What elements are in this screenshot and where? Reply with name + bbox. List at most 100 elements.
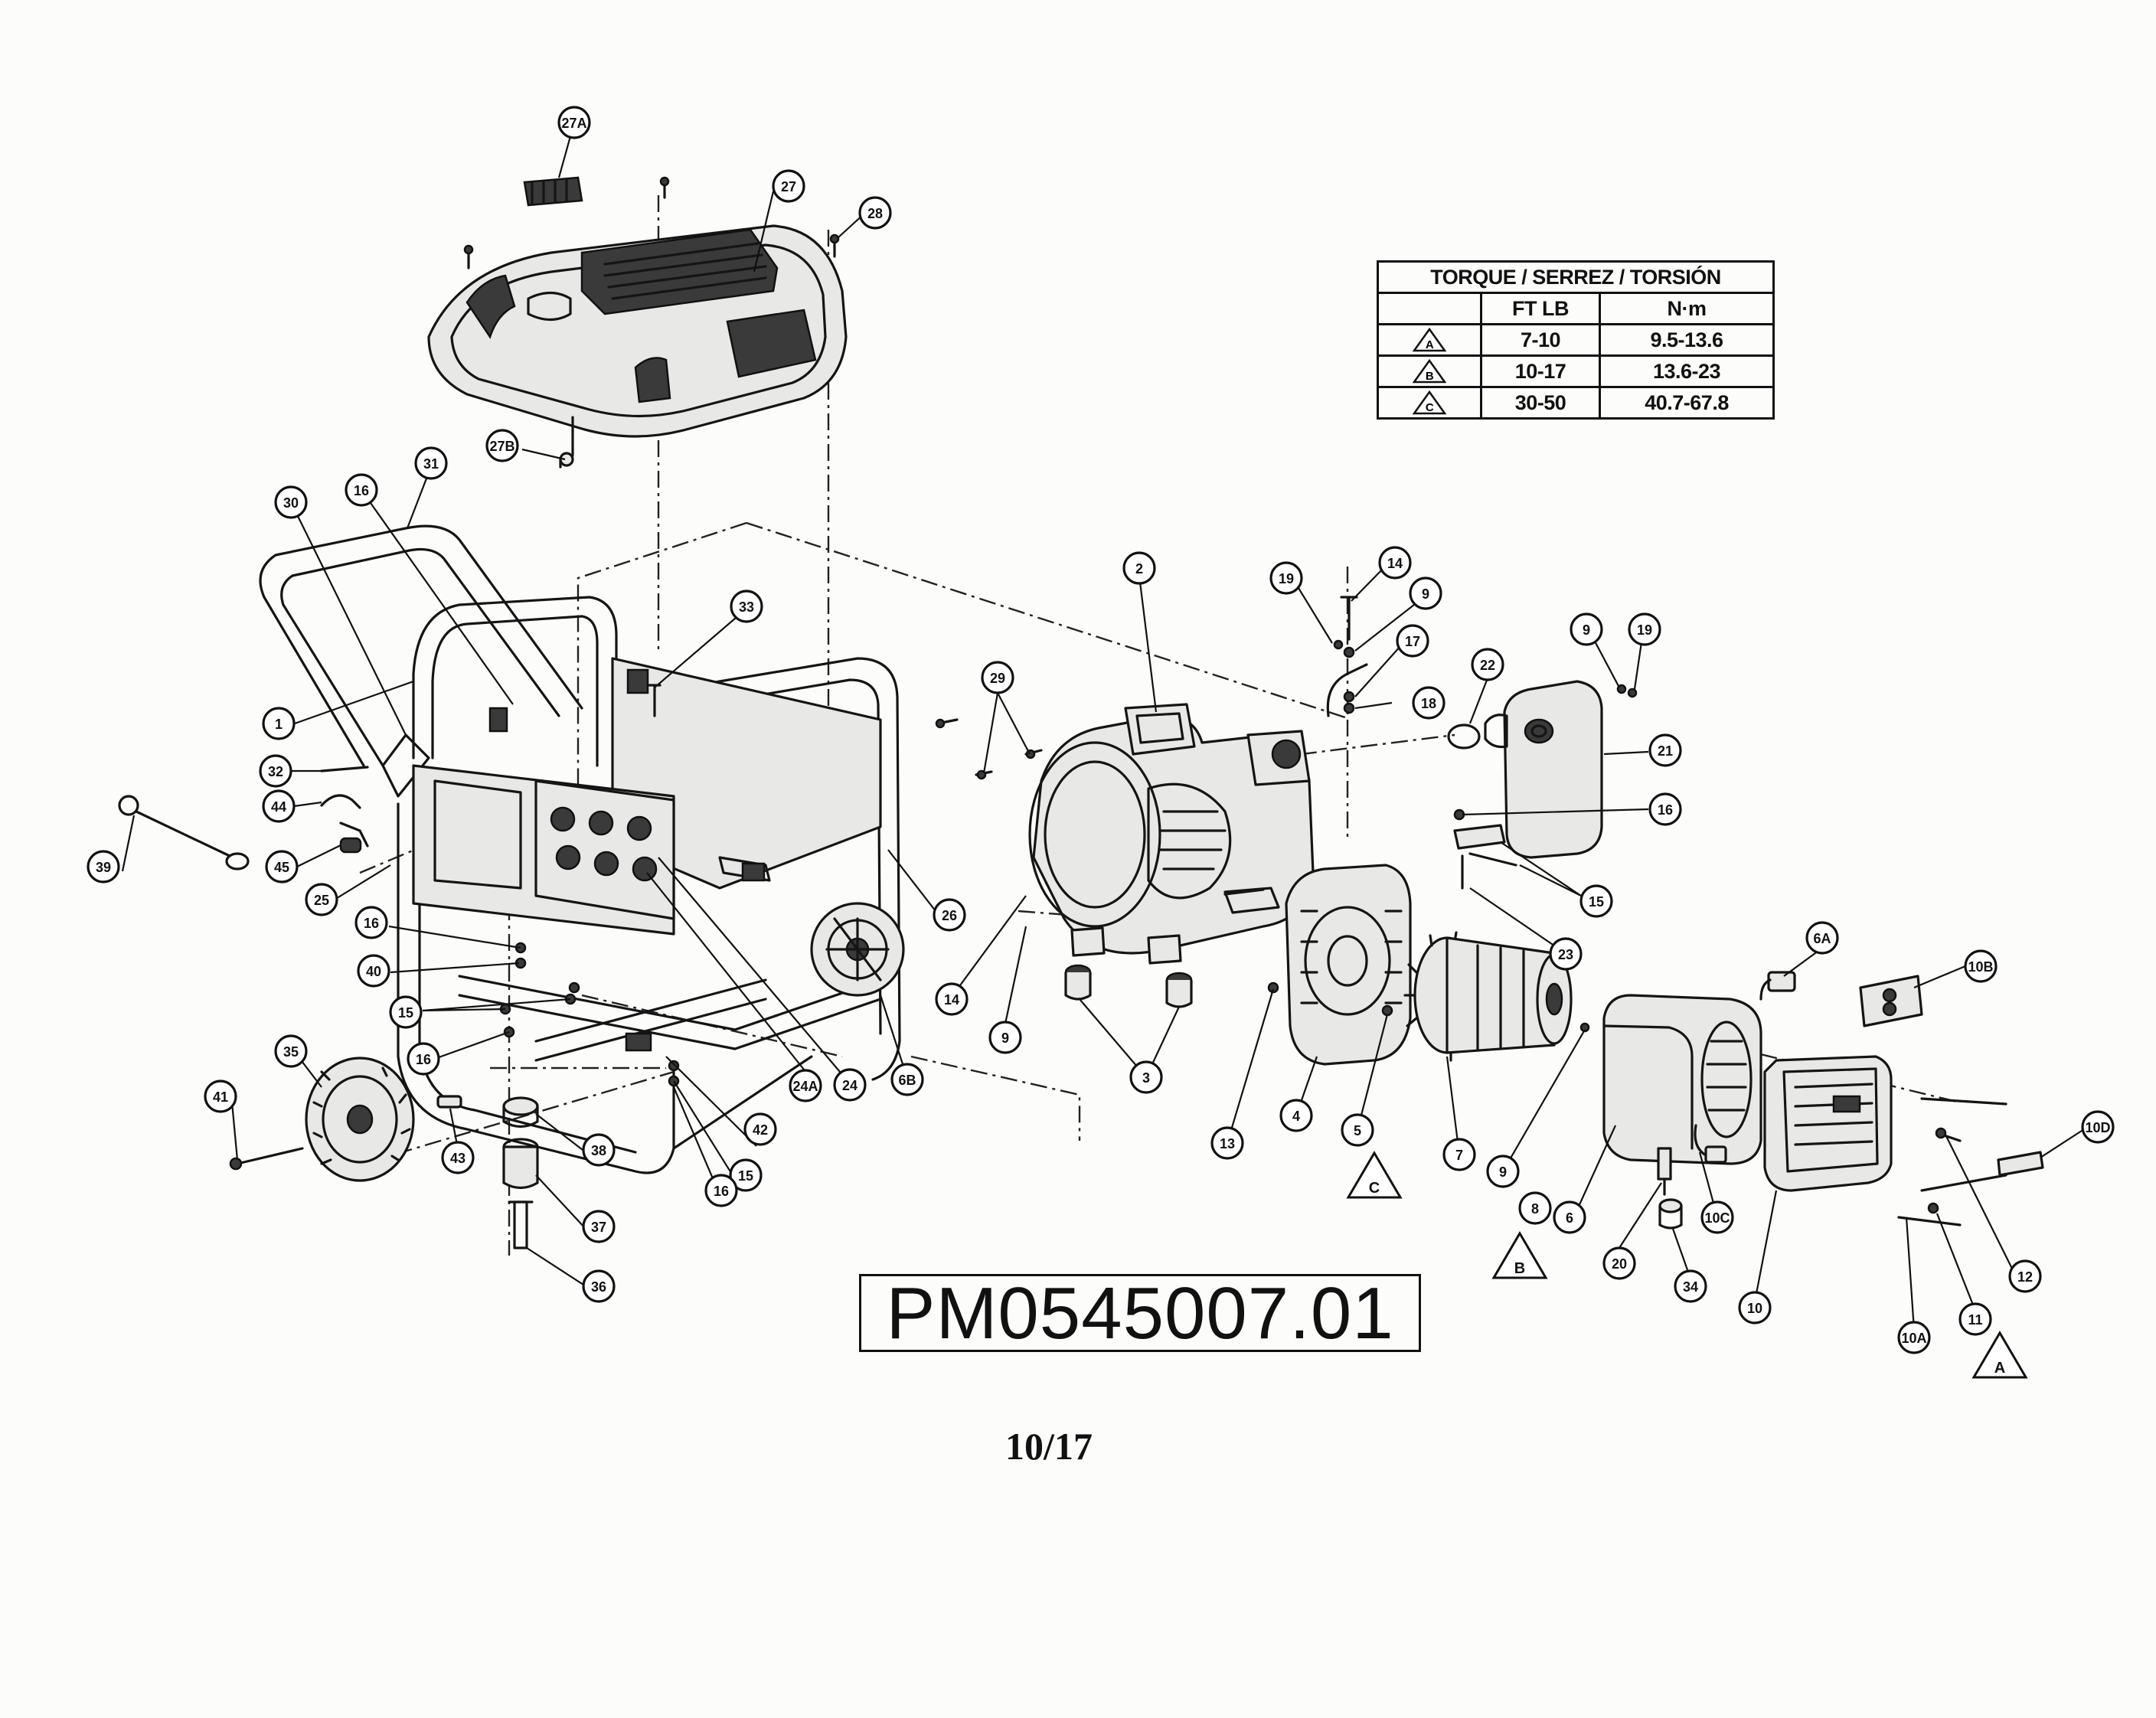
- svg-text:16: 16: [714, 1184, 729, 1199]
- svg-text:21: 21: [1658, 743, 1673, 759]
- torque-table-title: TORQUE / SERREZ / TORSIÓN: [1377, 260, 1775, 294]
- svg-text:16: 16: [354, 483, 369, 498]
- torque-mark-c-icon: C: [1377, 386, 1482, 420]
- torque-ftlb-cell: 10-17: [1479, 354, 1602, 388]
- callout-10b: 10B: [1964, 949, 1998, 983]
- callout-6: 6: [1553, 1200, 1586, 1234]
- part-number-label: PM0545007.01: [859, 1274, 1421, 1352]
- svg-text:18: 18: [1421, 696, 1436, 711]
- callout-37: 37: [582, 1210, 616, 1243]
- torque-nm-cell: 9.5-13.6: [1599, 323, 1775, 357]
- svg-text:7: 7: [1455, 1148, 1463, 1163]
- callout-29: 29: [981, 661, 1014, 694]
- svg-text:33: 33: [739, 599, 754, 615]
- svg-text:17: 17: [1405, 634, 1420, 649]
- callout-13: 13: [1210, 1126, 1244, 1160]
- torque-nm-cell: 13.6-23: [1599, 354, 1775, 388]
- svg-text:C: C: [1369, 1180, 1380, 1197]
- torque-table-title-row: TORQUE / SERREZ / TORSIÓN: [1377, 260, 1775, 294]
- svg-text:41: 41: [213, 1089, 228, 1105]
- callout-45: 45: [265, 850, 299, 883]
- callout-5: 5: [1341, 1113, 1374, 1147]
- callout-14: 14: [935, 982, 969, 1016]
- svg-text:A: A: [1426, 338, 1434, 351]
- callout-2: 2: [1122, 551, 1156, 585]
- callout-15: 15: [1579, 884, 1613, 918]
- callout-15: 15: [389, 995, 423, 1029]
- svg-text:6B: 6B: [898, 1073, 916, 1088]
- callout-26: 26: [933, 898, 966, 932]
- svg-text:29: 29: [990, 671, 1005, 686]
- svg-text:C: C: [1426, 401, 1434, 414]
- leader-lines: [121, 136, 2085, 1331]
- svg-text:27: 27: [781, 179, 796, 194]
- svg-text:43: 43: [450, 1151, 466, 1166]
- callout-19: 19: [1628, 612, 1661, 646]
- callout-20: 20: [1602, 1246, 1636, 1280]
- svg-text:34: 34: [1683, 1279, 1698, 1295]
- svg-text:42: 42: [753, 1122, 768, 1138]
- callout-38: 38: [582, 1133, 616, 1167]
- torque-mark-a-icon: A: [1377, 323, 1482, 357]
- frame-and-handle: [259, 524, 905, 1174]
- torque-table-nm-header: N·m: [1599, 292, 1775, 325]
- page-indicator: 10/17: [1005, 1425, 1093, 1468]
- callout-6a: 6A: [1805, 921, 1839, 955]
- svg-text:27B: 27B: [489, 439, 514, 454]
- svg-text:26: 26: [942, 908, 957, 923]
- callout-27a: 27A: [557, 106, 591, 139]
- callout-27: 27: [772, 169, 805, 203]
- svg-text:6A: 6A: [1813, 931, 1831, 946]
- callout-36: 36: [582, 1269, 616, 1303]
- torque-mark-b-icon: B: [1377, 354, 1482, 388]
- callout-24: 24: [833, 1068, 867, 1102]
- svg-text:13: 13: [1220, 1136, 1235, 1151]
- torque-table-row: B 10-17 13.6-23: [1377, 354, 1775, 388]
- callout-10: 10: [1738, 1291, 1772, 1324]
- torque-table: TORQUE / SERREZ / TORSIÓN FT LB N·m A 7-…: [1377, 260, 1775, 420]
- callout-39: 39: [87, 850, 120, 883]
- callout-34: 34: [1674, 1269, 1707, 1303]
- svg-text:10D: 10D: [2085, 1120, 2110, 1135]
- callout-10c: 10C: [1700, 1200, 1734, 1234]
- callout-16: 16: [354, 906, 388, 939]
- torque-marker-layer: CBA: [1346, 1151, 2028, 1379]
- torque-table-ftlb-header: FT LB: [1479, 292, 1602, 325]
- svg-text:16: 16: [416, 1052, 431, 1067]
- callout-19: 19: [1269, 561, 1303, 595]
- callout-12: 12: [2008, 1259, 2042, 1293]
- svg-text:11: 11: [1968, 1312, 1982, 1328]
- torque-table-row: A 7-10 9.5-13.6: [1377, 323, 1775, 357]
- svg-text:1: 1: [275, 717, 283, 732]
- svg-text:22: 22: [1480, 658, 1495, 673]
- svg-text:10: 10: [1747, 1301, 1762, 1316]
- callout-17: 17: [1396, 624, 1429, 658]
- torque-nm-cell: 40.7-67.8: [1599, 386, 1775, 420]
- svg-text:B: B: [1514, 1260, 1525, 1277]
- callout-7: 7: [1442, 1138, 1476, 1171]
- svg-text:24A: 24A: [792, 1079, 818, 1094]
- svg-text:9: 9: [1422, 586, 1429, 602]
- svg-text:15: 15: [398, 1005, 413, 1021]
- callout-33: 33: [730, 590, 763, 623]
- svg-text:23: 23: [1558, 947, 1573, 962]
- svg-text:25: 25: [314, 893, 329, 908]
- callout-25: 25: [305, 883, 338, 916]
- callout-9: 9: [1486, 1155, 1520, 1188]
- torque-ftlb-cell: 7-10: [1479, 323, 1602, 357]
- callout-43: 43: [441, 1141, 475, 1174]
- svg-text:19: 19: [1279, 571, 1294, 586]
- callout-10a: 10A: [1897, 1321, 1931, 1354]
- svg-text:30: 30: [283, 495, 299, 511]
- svg-text:9: 9: [1583, 622, 1590, 638]
- svg-text:15: 15: [738, 1168, 753, 1184]
- callout-41: 41: [204, 1079, 237, 1113]
- callout-32: 32: [259, 754, 292, 788]
- svg-text:19: 19: [1637, 622, 1652, 638]
- callout-42: 42: [743, 1112, 777, 1146]
- callout-15: 15: [729, 1158, 763, 1192]
- callout-22: 22: [1471, 648, 1504, 681]
- torque-table-header-row: FT LB N·m: [1377, 292, 1775, 325]
